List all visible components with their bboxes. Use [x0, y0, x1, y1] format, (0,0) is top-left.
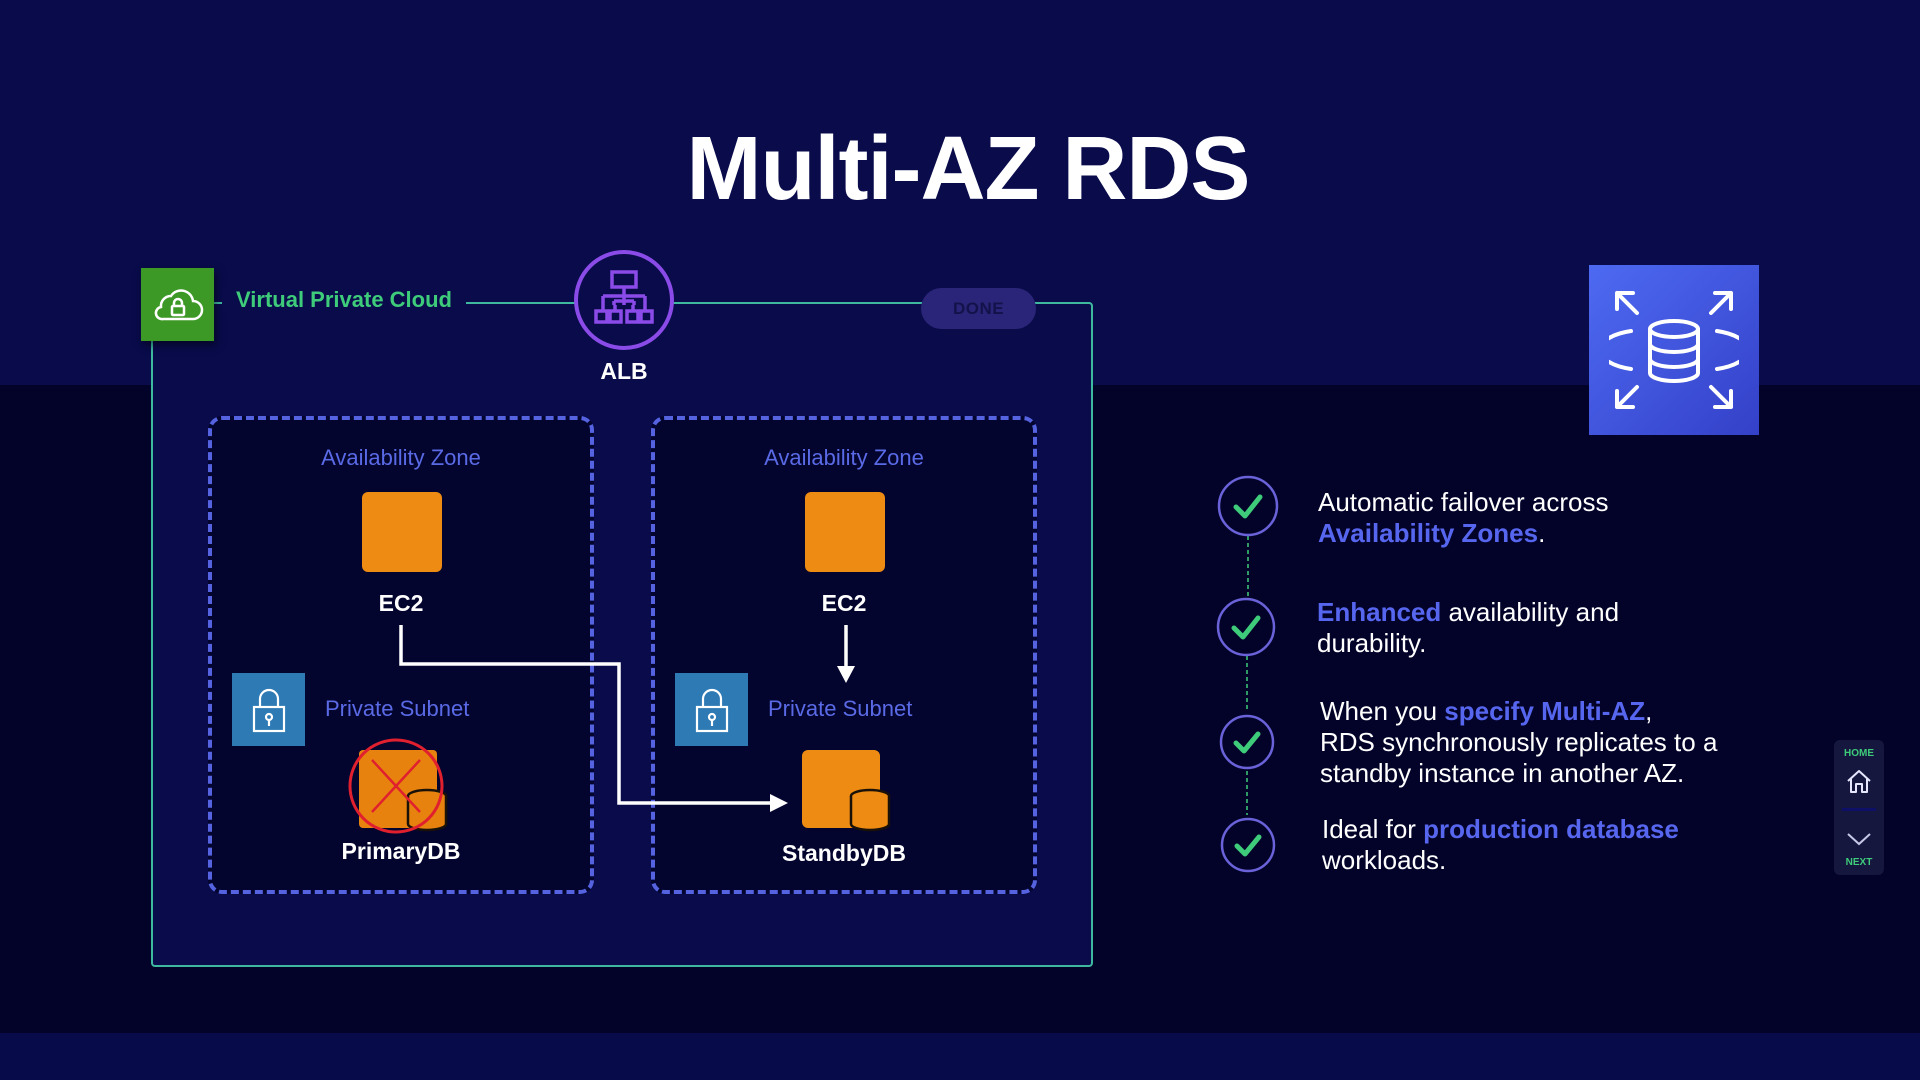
primary-db-label: PrimaryDB: [341, 838, 461, 864]
feature-text: availability and: [1441, 597, 1620, 627]
chevron-down-icon[interactable]: [1846, 828, 1872, 850]
availability-zone-primary: Availability Zone EC2 Private Subnet Pri…: [208, 416, 594, 894]
feature-text: .: [1538, 518, 1546, 548]
feature-item: Automatic failover across Availability Z…: [1318, 487, 1778, 549]
feature-item: When you specify Multi-AZ, RDS synchrono…: [1320, 696, 1820, 789]
check-icon: [1216, 597, 1276, 657]
feature-highlight: production database: [1423, 814, 1679, 844]
availability-zone-standby: Availability Zone EC2 Private Subnet Sta…: [651, 416, 1037, 894]
standby-db-label: StandbyDB: [782, 840, 906, 866]
feature-text: workloads.: [1322, 845, 1447, 875]
feature-text: Ideal for: [1322, 814, 1424, 844]
cloud-lock-icon: [141, 268, 214, 341]
feature-highlight: Enhanced: [1317, 597, 1442, 627]
footer-band: [0, 1033, 1920, 1080]
feature-text: Automatic failover across: [1318, 487, 1609, 517]
home-label[interactable]: HOME: [1844, 748, 1874, 759]
check-icon: [1217, 475, 1279, 537]
feature-text: RDS synchronously replicates to a: [1320, 727, 1718, 757]
subnet-label: Private Subnet: [768, 696, 913, 721]
feature-text: standby instance in another AZ.: [1320, 758, 1685, 788]
check-icon: [1220, 817, 1276, 873]
timeline-connector: [1246, 536, 1249, 815]
feature-item: Ideal for production database workloads.: [1322, 814, 1822, 876]
feature-text: ,: [1645, 696, 1653, 726]
slide-navigation: HOME NEXT: [1834, 740, 1884, 875]
feature-highlight: Availability Zones: [1318, 518, 1539, 548]
rds-multi-az-icon: [1589, 265, 1759, 435]
ec2-instance-icon: [362, 492, 442, 572]
nav-divider: [1842, 808, 1876, 811]
ec2-label: EC2: [821, 590, 867, 616]
subnet-label: Private Subnet: [325, 696, 470, 721]
failed-x-icon: [348, 738, 444, 834]
feature-item: Enhanced availability and durability.: [1317, 597, 1777, 659]
next-label[interactable]: NEXT: [1845, 857, 1873, 868]
lock-icon: [232, 673, 305, 746]
rds-db-icon: [796, 742, 896, 832]
status-badge: DONE: [921, 288, 1036, 329]
load-balancer-icon: [574, 250, 674, 350]
az-title: Availability Zone: [321, 445, 481, 470]
ec2-instance-icon: [805, 492, 885, 572]
vpc-label: Virtual Private Cloud: [222, 287, 466, 313]
alb-label: ALB: [600, 358, 648, 384]
az-title: Availability Zone: [764, 445, 924, 470]
feature-text: When you: [1320, 696, 1445, 726]
ec2-label: EC2: [378, 590, 424, 616]
feature-text: durability.: [1317, 628, 1427, 658]
slide-title: Multi-AZ RDS: [686, 119, 1251, 219]
home-icon[interactable]: [1846, 768, 1872, 794]
feature-timeline: [1216, 475, 1279, 873]
check-icon: [1219, 714, 1275, 770]
feature-highlight: specify Multi-AZ: [1444, 696, 1646, 726]
lock-icon: [675, 673, 748, 746]
